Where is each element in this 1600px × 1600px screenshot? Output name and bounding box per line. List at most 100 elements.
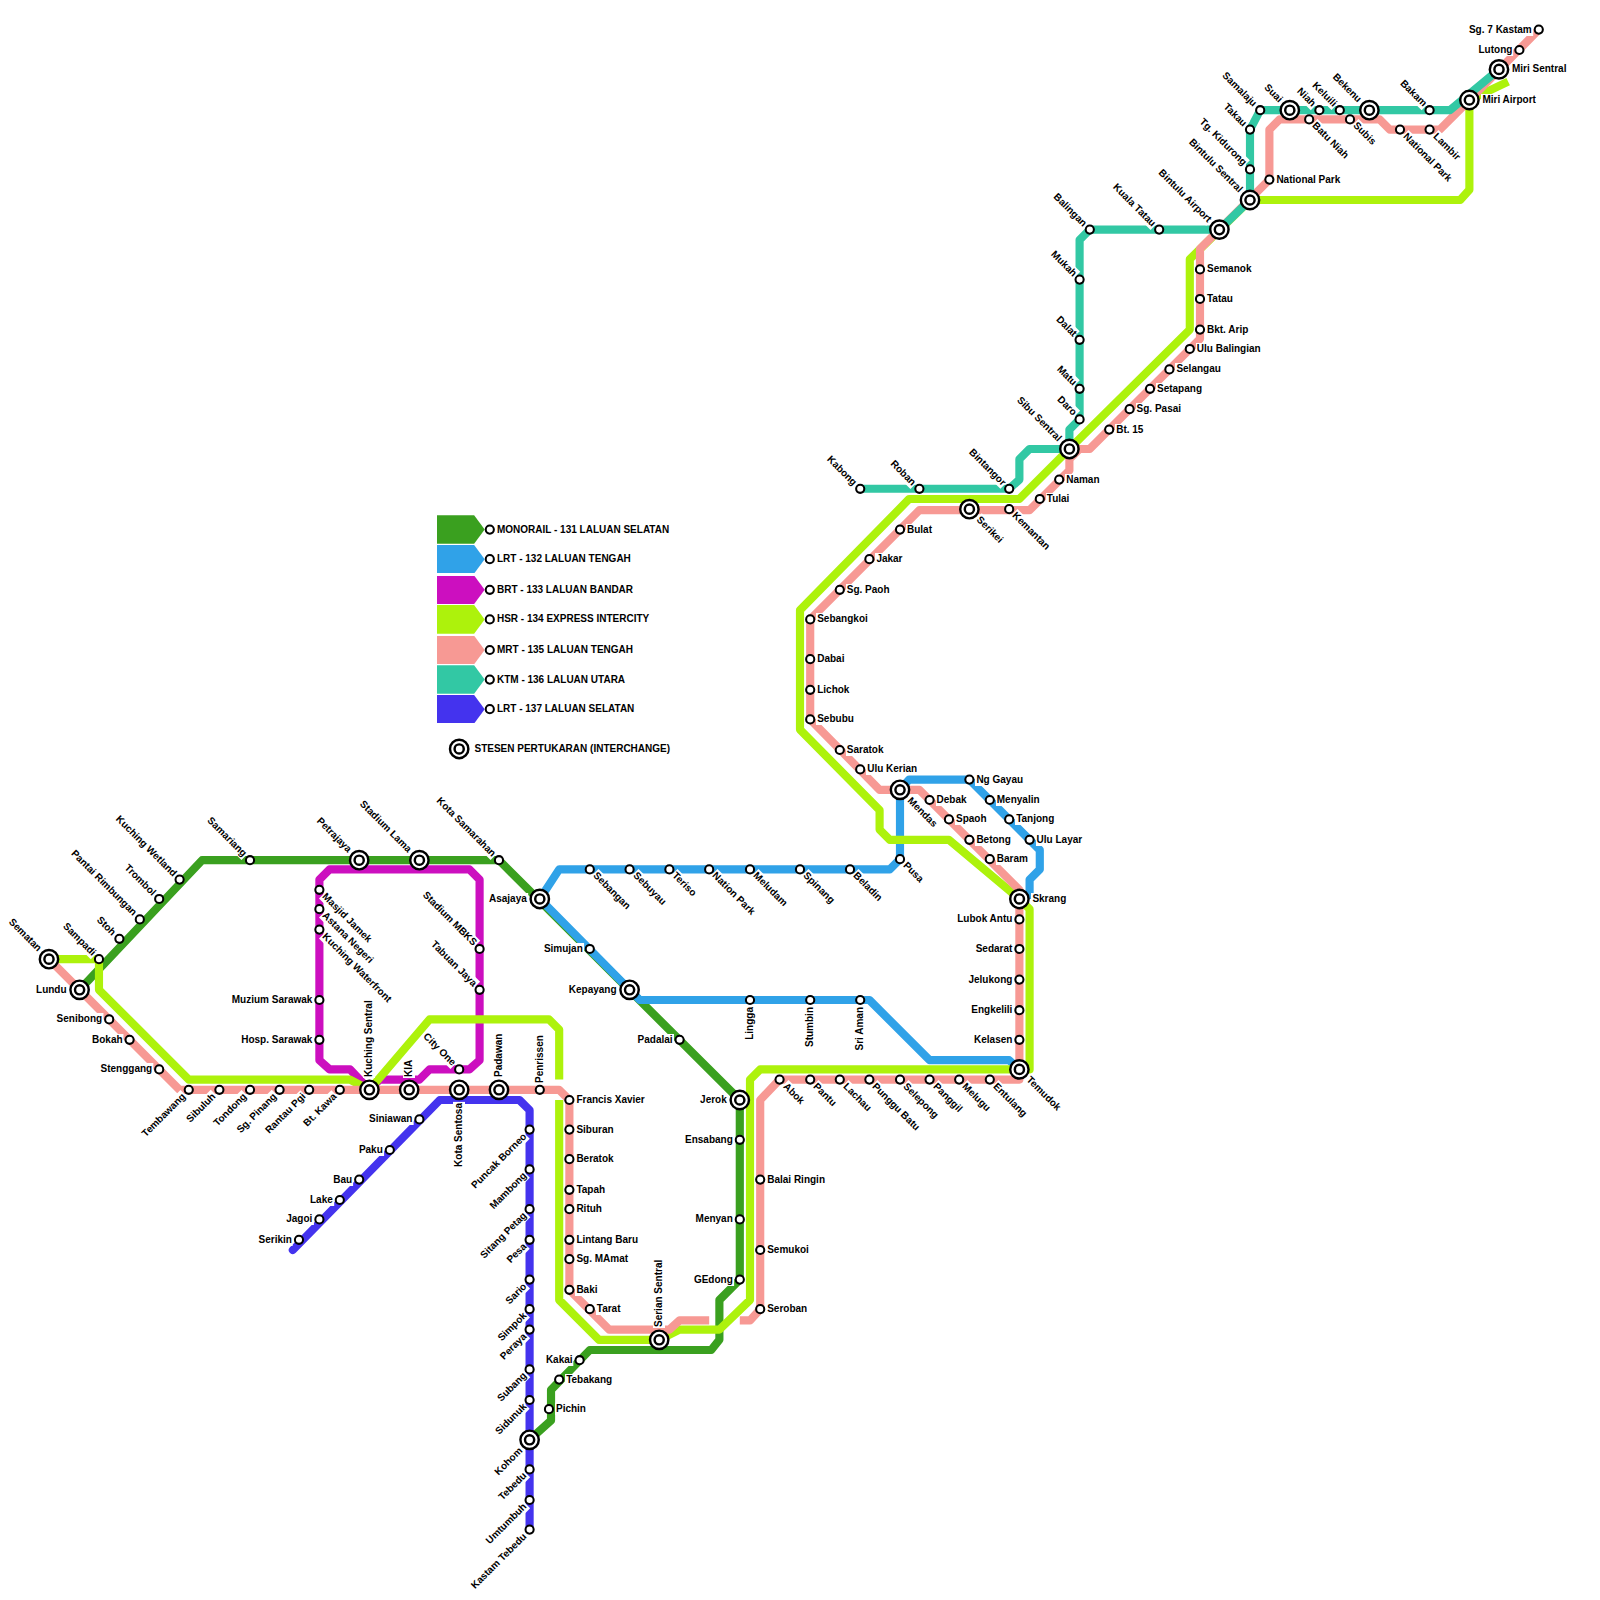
station-name: Kota Samarahan (433, 794, 499, 860)
station-dot (126, 1036, 134, 1044)
interchange-ring (960, 500, 978, 518)
station-dot (806, 615, 814, 623)
interchange-core (735, 1095, 744, 1104)
station-dot (1265, 176, 1273, 184)
station-dot (565, 1236, 573, 1244)
station-dot (476, 986, 484, 994)
station-dot (736, 1215, 744, 1223)
station-name: Sario (502, 1280, 530, 1308)
station-name: Betong (975, 834, 1011, 846)
station-dot (665, 865, 673, 873)
station-name: Pantai Rimbungan (68, 847, 140, 919)
station-name: Samariang (204, 814, 250, 860)
interchange-core (1015, 894, 1024, 903)
station-name: Sg. Pasai (1136, 403, 1182, 415)
station-dot (1165, 365, 1173, 373)
station-name: Pesa (503, 1240, 529, 1266)
station-name: Francis Xavier (575, 1094, 645, 1106)
station-dot (526, 1496, 534, 1504)
station-name: Asajaya (488, 893, 528, 905)
station-name: Stumbin (804, 1006, 816, 1048)
station-name: Engkelili (970, 1004, 1013, 1016)
station-name: Tapah (575, 1184, 606, 1196)
mrt-line (49, 959, 709, 1329)
station-name: Meludam (750, 869, 791, 910)
station-name: Suai (1261, 81, 1286, 106)
station-dot (1015, 1006, 1023, 1014)
station-dot (626, 865, 634, 873)
station-dot (806, 655, 814, 663)
station-name: Bintulu Sentral (1186, 136, 1246, 196)
legend-swatch (437, 515, 485, 544)
station-dot (926, 796, 934, 804)
station-dot (315, 905, 323, 913)
interchange-core (405, 1085, 414, 1094)
station-name: Abok (780, 1080, 808, 1108)
station-dot (1015, 976, 1023, 984)
interchange-ring (70, 981, 88, 999)
station-dot (926, 1076, 934, 1084)
station-name: Pantu (810, 1080, 840, 1110)
legend-swatch (437, 576, 485, 605)
station-name: Miri Airport (1481, 94, 1537, 106)
station-name: Ulu Balingian (1196, 343, 1262, 355)
station-dot (526, 1326, 534, 1334)
station-dot (1076, 385, 1084, 393)
station-name: Stenggang (100, 1063, 154, 1075)
station-dot (1196, 326, 1204, 334)
station-name: Lachau (840, 1080, 875, 1115)
station-dot (1086, 226, 1094, 234)
station-dot (526, 1165, 534, 1173)
interchange-ring (450, 1081, 468, 1099)
station-dot (565, 1155, 573, 1163)
station-dot (336, 1196, 344, 1204)
station-dot (756, 1305, 764, 1313)
station-name: Ulu Layar (1036, 834, 1084, 846)
station-name: Bau (332, 1174, 353, 1186)
station-dot (806, 1076, 814, 1084)
station-dot (1155, 226, 1163, 234)
station-name: Rituh (575, 1203, 603, 1215)
station-dot (856, 765, 864, 773)
station-name: Jagoi (285, 1213, 313, 1225)
station-dot (1146, 385, 1154, 393)
station-dot (576, 1356, 584, 1364)
station-dot (896, 855, 904, 863)
station-dot (565, 1255, 573, 1263)
station-dot (276, 1086, 284, 1094)
interchange-ring (1060, 440, 1078, 458)
legend-dot (486, 586, 494, 594)
station-dot (1315, 106, 1323, 114)
station-name: Lutong (1478, 44, 1514, 56)
station-name: Temudok (1024, 1074, 1065, 1115)
lrt-line (540, 780, 1040, 899)
interchange-ring (891, 781, 909, 799)
station-name: Semukoi (766, 1244, 810, 1256)
station-dot (1005, 485, 1013, 493)
interchange-core (1494, 65, 1503, 74)
station-name: Sg. MAmat (575, 1253, 629, 1265)
station-name: Stoh (94, 913, 120, 939)
station-name: Siburan (575, 1124, 614, 1136)
station-dot (896, 526, 904, 534)
station-dot (965, 836, 973, 844)
interchange-core (1245, 195, 1254, 204)
station-name: Skrang (1031, 893, 1067, 905)
station-name: Penrissen (534, 1034, 546, 1084)
station-name: Melugu (959, 1080, 994, 1115)
station-dot (1246, 126, 1254, 134)
interchange-core (1285, 106, 1294, 115)
station-name: Pusa (900, 859, 927, 886)
station-name: Kemantan (1009, 509, 1053, 553)
station-dot (746, 865, 754, 873)
legend-text: MRT - 135 LALUAN TENGAH (497, 644, 633, 656)
station-dot (1076, 276, 1084, 284)
station-dot (836, 1076, 844, 1084)
legend-swatch (437, 545, 485, 574)
station-dot (1426, 106, 1434, 114)
station-name: Padawan (493, 1032, 505, 1077)
station-name: Simujan (543, 943, 584, 955)
station-dot (336, 1086, 344, 1094)
station-name: Bakam (1396, 77, 1429, 110)
station-name: Beratok (575, 1153, 614, 1165)
